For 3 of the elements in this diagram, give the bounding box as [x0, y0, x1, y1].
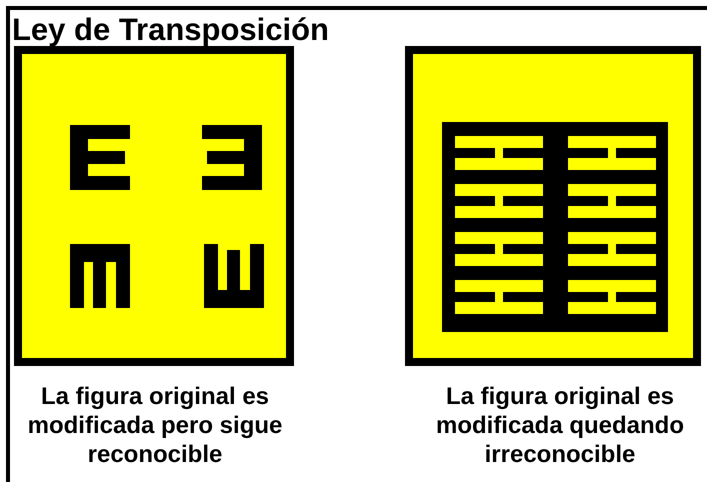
caption: La figura original es modificada quedando irreconocible — [434, 382, 685, 469]
title: Ley de Transposición — [12, 12, 329, 48]
caption: La figura original es modificada pero sigue reconocible — [26, 382, 284, 469]
